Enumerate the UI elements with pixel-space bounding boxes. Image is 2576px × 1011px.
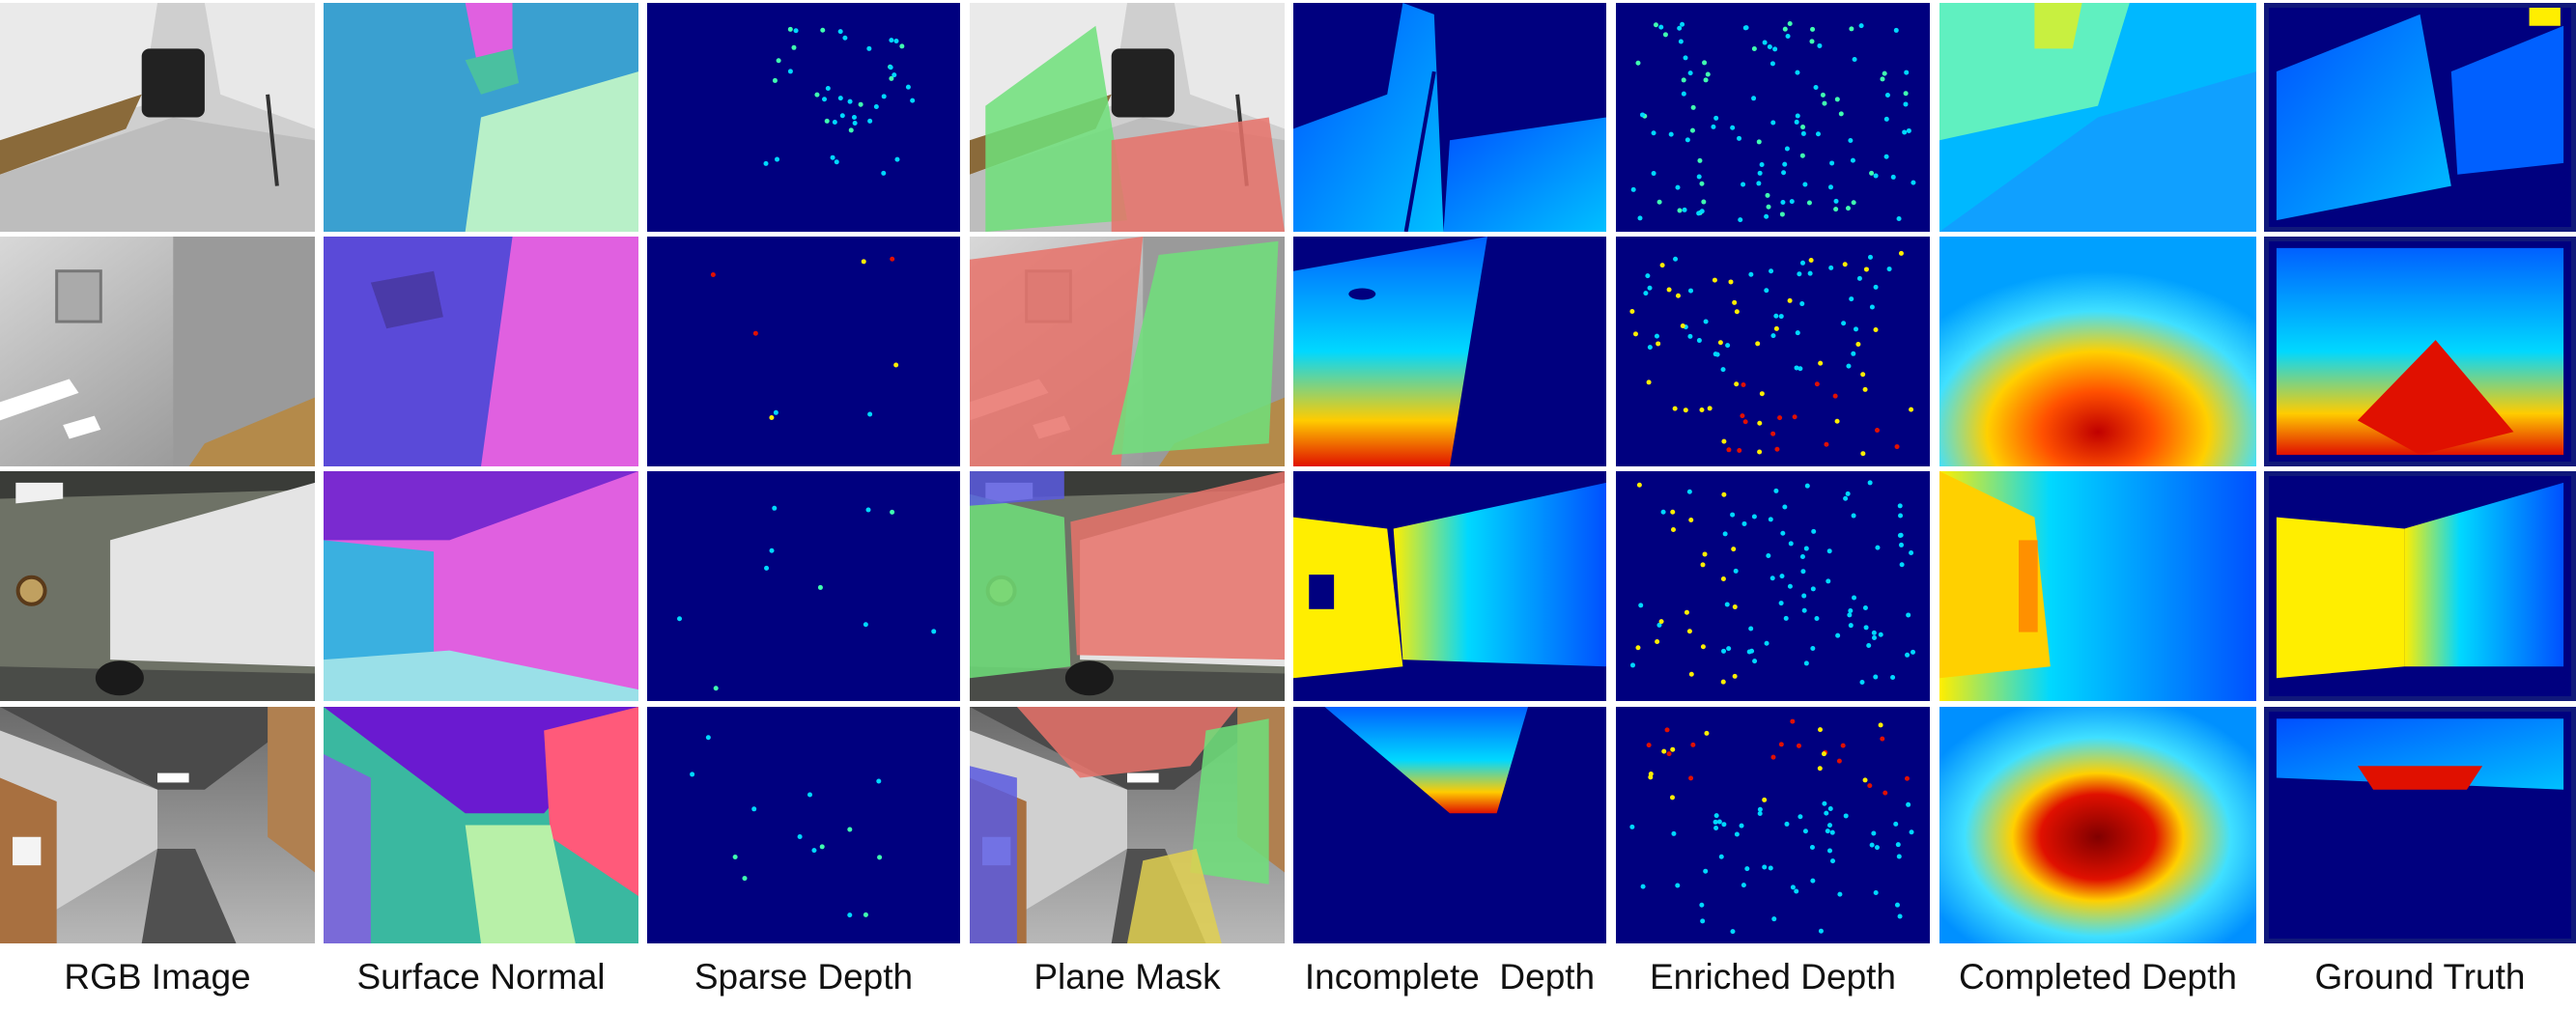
enriched-panel-row-4 [1616, 707, 1930, 943]
column-label-incomplete-depth: Incomplete Depth [1304, 957, 1596, 997]
column-label-completed-depth: Completed Depth [1959, 957, 2237, 997]
image-grid [0, 3, 2576, 943]
enriched-panel-row-3 [1616, 471, 1930, 701]
enriched-panel-row-2 [1616, 237, 1930, 466]
incomplete-panel-row-4 [1293, 707, 1606, 943]
column-label-ground-truth: Ground Truth [2314, 957, 2526, 997]
rgb-panel-row-3 [0, 471, 315, 701]
column-label-sparse-depth: Sparse Depth [694, 957, 914, 997]
sparse-panel-row-3 [647, 471, 960, 701]
normal-panel-row-4 [324, 707, 638, 943]
plane-panel-row-1 [970, 3, 1285, 232]
completed-panel-row-2 [1939, 237, 2256, 466]
rgb-panel-row-2 [0, 237, 315, 466]
column-label-plane-mask: Plane Mask [1033, 957, 1221, 997]
sparse-panel-row-1 [647, 3, 960, 232]
completed-panel-row-4 [1939, 707, 2256, 943]
completed-panel-row-1 [1939, 3, 2256, 232]
sparse-panel-row-4 [647, 707, 960, 943]
normal-panel-row-3 [324, 471, 638, 701]
plane-panel-row-4 [970, 707, 1285, 943]
incomplete-panel-row-3 [1293, 471, 1606, 701]
gt-panel-row-3 [2264, 471, 2576, 701]
plane-panel-row-3 [970, 471, 1285, 701]
incomplete-panel-row-1 [1293, 3, 1606, 232]
gt-panel-row-1 [2264, 3, 2576, 232]
incomplete-panel-row-2 [1293, 237, 1606, 466]
gt-panel-row-2 [2264, 237, 2576, 466]
column-label-rgb-image: RGB Image [64, 957, 251, 997]
enriched-panel-row-1 [1616, 3, 1930, 232]
plane-panel-row-2 [970, 237, 1285, 466]
gt-panel-row-4 [2264, 707, 2576, 943]
normal-panel-row-1 [324, 3, 638, 232]
rgb-panel-row-1 [0, 3, 315, 232]
sparse-panel-row-2 [647, 237, 960, 466]
column-label-enriched-depth: Enriched Depth [1649, 957, 1897, 997]
rgb-panel-row-4 [0, 707, 315, 943]
completed-panel-row-3 [1939, 471, 2256, 701]
normal-panel-row-2 [324, 237, 638, 466]
column-label-surface-normal: Surface Normal [356, 957, 606, 997]
